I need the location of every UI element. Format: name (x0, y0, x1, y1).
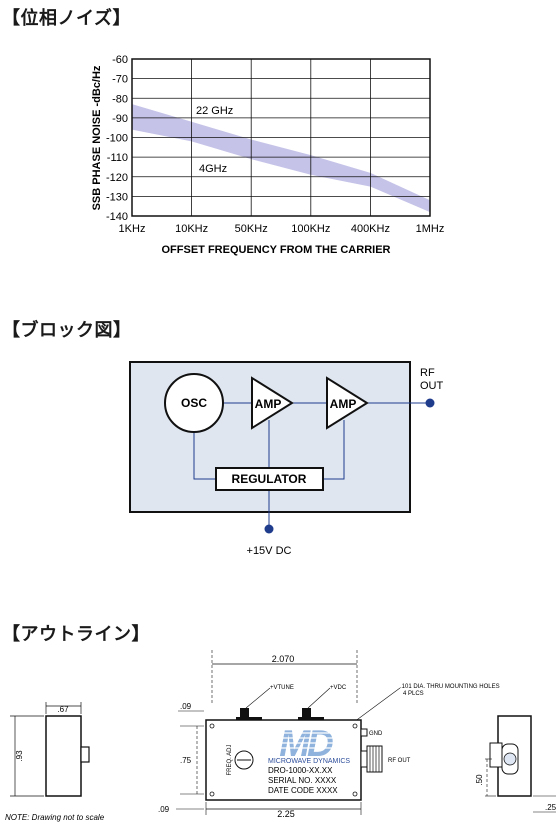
wire-osc-regulator (193, 432, 216, 480)
vtune-pin-base (236, 717, 262, 720)
y-tick-label: -140 (106, 211, 128, 223)
dim-bottom-length: 2.25 (277, 809, 295, 819)
y-tick-label: -60 (112, 54, 128, 66)
dim-side-width: .67 (57, 705, 69, 714)
x-tick-label: 1KHz (119, 223, 146, 235)
regulator-block (215, 467, 324, 491)
mounting-hole-br (352, 791, 358, 797)
x-tick-label: 1MHz (416, 223, 445, 235)
y-tick-label: -130 (106, 191, 128, 203)
regulator-label: REGULATOR (232, 472, 307, 486)
noise-band-area (132, 104, 430, 213)
freq-adj-label: FREQ. ADJ (227, 744, 233, 775)
dim-end-bottom: .25 (545, 803, 557, 812)
x-tick-label: 50KHz (235, 223, 268, 235)
rf-out-label-line1: RF (420, 367, 435, 379)
x-tick-label: 100KHz (291, 223, 330, 235)
top-view: 2.070 +VTUNE +VDC .101 DIA. THRU MOUNTIN… (158, 650, 500, 819)
dim-end-height: .50 (475, 774, 484, 786)
amp2-block (326, 376, 369, 430)
side-view: .67 .93 (10, 702, 90, 797)
end-view-connector-flange (489, 742, 503, 768)
y-tick-label: -70 (112, 74, 128, 86)
series-label-4ghz: 4GHz (199, 163, 227, 175)
vtune-label: +VTUNE (270, 685, 294, 691)
power-port (264, 524, 274, 534)
gnd-tab (360, 728, 368, 737)
dim-side-height: .93 (15, 750, 24, 762)
x-axis-label: OFFSET FREQUENCY FROM THE CARRIER (162, 244, 391, 256)
y-tick-label: -80 (112, 93, 128, 105)
x-tick-label: 400KHz (351, 223, 390, 235)
x-tick-label: 10KHz (175, 223, 208, 235)
power-label: +15V DC (247, 545, 292, 557)
mounting-holes-note-1: .101 DIA. THRU MOUNTING HOLES (400, 684, 500, 690)
dim-height: .75 (180, 756, 192, 765)
y-axis-label: SSB PHASE NOISE -dBc/Hz (91, 65, 103, 210)
amp1-label: AMP (255, 397, 282, 411)
series-label-22ghz: 22 GHz (196, 105, 233, 117)
wire-amp2-regulator (323, 420, 345, 480)
side-view-connector (80, 746, 90, 763)
osc-label: OSC (181, 396, 207, 410)
mounting-holes-note-2: 4 PLCS (403, 691, 424, 697)
vdc-pin (302, 708, 311, 719)
vdc-label: +VDC (330, 685, 347, 691)
rf-out-outline-label: RF OUT (388, 758, 411, 764)
dim-left-top: .09 (180, 702, 192, 711)
rf-out-label-line2: OUT (420, 380, 444, 392)
section-title-phase-noise: 【位相ノイズ】 (2, 8, 131, 28)
dim-top-length: 2.070 (272, 654, 295, 664)
section-title-outline: 【アウトライン】 (2, 624, 150, 644)
plot-frame (131, 58, 431, 217)
block-diagram: OSC AMP AMP REGULATOR RF OUT +15V DC (129, 361, 444, 557)
osc-block (164, 373, 224, 433)
rf-out-port (425, 398, 435, 408)
end-view-connector-pin (503, 752, 517, 766)
y-tick-label: -100 (106, 133, 128, 145)
y-tick-label: -120 (106, 172, 128, 184)
company-name: MICROWAVE DYNAMICS (268, 758, 350, 765)
amp1-block (251, 376, 294, 430)
vtune-pin (240, 708, 249, 719)
amp2-label: AMP (330, 397, 357, 411)
serial-number: SERIAL NO. XXXX (268, 776, 337, 785)
dim-left-bottom: .09 (158, 805, 170, 814)
mounting-hole-tl (209, 723, 215, 729)
mounting-hole-tr (352, 723, 358, 729)
rf-connector (360, 745, 383, 773)
y-tick-label: -110 (107, 152, 128, 164)
phase-noise-chart: -60 -70 -80 -90 -100 -110 -120 -130 -140 1KHz 10K… (91, 54, 445, 256)
outline-drawing: .67 .93 NOTE: Drawing not to scale 2.070… (5, 650, 557, 822)
side-view-body (45, 715, 82, 797)
section-title-block-diagram: 【ブロック図】 (2, 320, 132, 340)
mounting-hole-bl (209, 791, 215, 797)
model-number: DRO-1000-XX.XX (268, 766, 333, 775)
drawing-note: NOTE: Drawing not to scale (5, 813, 105, 822)
end-view: .50 .25 (475, 715, 557, 813)
y-tick-label: -90 (112, 113, 128, 125)
date-code: DATE CODE XXXX (268, 786, 338, 795)
md-logo: MD (272, 723, 340, 764)
vdc-pin-base (298, 717, 324, 720)
gnd-label: GND (369, 731, 383, 737)
